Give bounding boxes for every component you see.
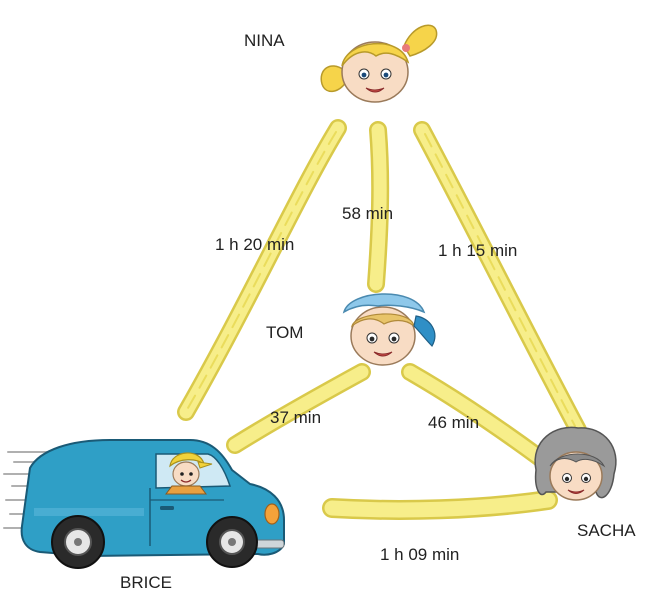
- road-tom-brice: [226, 363, 371, 454]
- duration-tom-sacha: 46 min: [428, 413, 479, 432]
- duration-tom-brice: 37 min: [270, 408, 321, 427]
- nina-face: [341, 41, 409, 103]
- roads: [177, 119, 587, 520]
- van-wheel-front: [206, 516, 258, 568]
- road-tom-sacha: [401, 363, 549, 467]
- duration-nina-brice: 1 h 20 min: [215, 235, 294, 254]
- brice-driver: [165, 452, 213, 495]
- road-nina-sacha: [413, 121, 587, 439]
- road-nina-brice: [177, 119, 347, 421]
- sacha-face: [549, 451, 603, 501]
- road-nina-tom: [367, 121, 390, 293]
- van-wheel-rear: [51, 515, 105, 569]
- road-brice-sacha: [322, 490, 558, 520]
- van-headlight: [264, 503, 280, 525]
- nina-pigtail-right: [403, 24, 438, 57]
- label-tom: TOM: [266, 323, 303, 342]
- tom-face: [350, 306, 416, 366]
- tom-cap-flap: [413, 315, 436, 347]
- duration-brice-sacha: 1 h 09 min: [380, 545, 459, 564]
- duration-nina-sacha: 1 h 15 min: [438, 241, 517, 260]
- nina-fringe: [341, 42, 410, 67]
- duration-nina-tom: 58 min: [342, 204, 393, 223]
- door-handle: [160, 506, 174, 510]
- tom-cap: [342, 293, 426, 314]
- nina-pigtail-left: [320, 65, 347, 93]
- nina-character: [320, 24, 438, 103]
- label-sacha: SACHA: [577, 521, 636, 540]
- label-brice: BRICE: [120, 573, 172, 592]
- tom-hair: [350, 313, 415, 328]
- tom-character: [342, 293, 436, 366]
- sacha-character: [534, 426, 617, 501]
- nina-hair-tie: [402, 44, 410, 52]
- label-nina: NINA: [244, 31, 285, 50]
- brice-van: [3, 439, 285, 569]
